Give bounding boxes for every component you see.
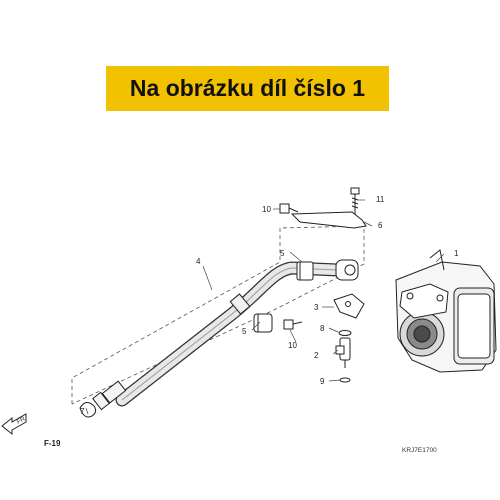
front-label: FR. xyxy=(16,415,29,426)
throttle-body xyxy=(395,249,497,373)
diagram-code: KRJ7E1700 xyxy=(402,447,437,454)
callout-7: 7 xyxy=(80,407,85,416)
bracket-3 xyxy=(333,293,365,319)
callout-10-upper: 10 xyxy=(262,205,271,214)
hose-clamp-lower xyxy=(253,313,273,333)
banner-text: Na obrázku díl číslo 1 xyxy=(129,75,366,101)
callout-11: 11 xyxy=(376,195,385,204)
hose-joint-right xyxy=(335,259,359,281)
callout-9: 9 xyxy=(320,377,325,386)
leader-lines xyxy=(85,199,445,415)
bolt-10-upper xyxy=(279,203,299,214)
hose-sleeve xyxy=(229,293,251,315)
assembly-outline xyxy=(71,225,365,405)
injector-2 xyxy=(335,330,352,383)
clip-7 xyxy=(79,402,97,418)
callout-3: 3 xyxy=(314,303,319,312)
part-number-banner: Na obrázku díl číslo 1 xyxy=(106,66,389,111)
callout-5-lower: 5 xyxy=(242,327,247,336)
bracket-6 xyxy=(290,211,367,229)
fuel-hose xyxy=(115,261,345,407)
callout-8: 8 xyxy=(320,324,325,333)
front-arrow-icon xyxy=(1,413,27,436)
bolt-10-lower xyxy=(283,319,303,330)
callout-1: 1 xyxy=(454,249,459,258)
callout-labels: 1 2 3 4 5 5 6 7 8 9 10 10 11 xyxy=(80,195,459,416)
callout-5-upper: 5 xyxy=(280,249,285,258)
callout-6: 6 xyxy=(378,221,383,230)
callout-2: 2 xyxy=(314,351,319,360)
hose-clamp-upper xyxy=(296,261,314,281)
reference-label: F-19 xyxy=(44,439,61,448)
callout-10-lower: 10 xyxy=(288,341,297,350)
hose-connector-left xyxy=(92,380,127,411)
bolt-11 xyxy=(350,187,360,214)
callout-4: 4 xyxy=(196,257,201,266)
